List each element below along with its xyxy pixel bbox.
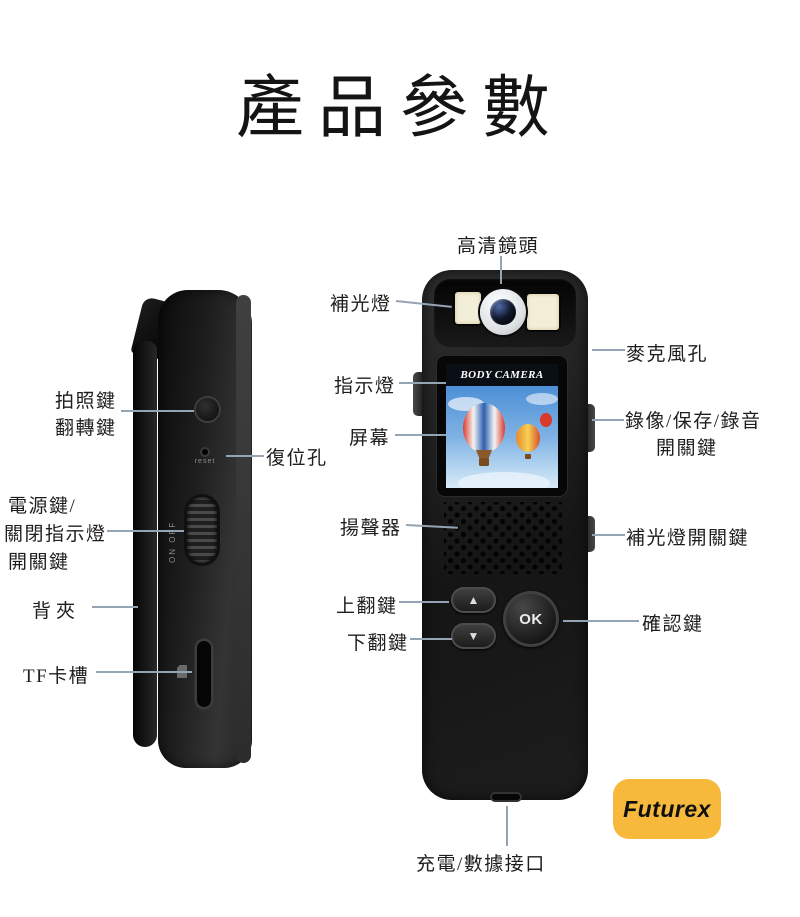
- leader-line-reset-hole: [226, 455, 264, 457]
- leader-line-charge-port: [506, 806, 508, 846]
- on-off-print-label: ON OFF: [168, 520, 177, 563]
- camera-lens-glass: [490, 299, 516, 325]
- tf-card-slot: [197, 641, 211, 707]
- back-clip: [133, 341, 157, 747]
- brand-badge: Futurex: [613, 779, 721, 839]
- leader-line-indicator: [399, 382, 446, 384]
- leader-line-back-clip: [92, 606, 138, 608]
- side-device-edge: [236, 295, 251, 763]
- left-side-button: [413, 372, 422, 416]
- label-fill-light-switch: 補光燈開關鍵: [626, 528, 750, 549]
- label-hd-lens: 高清鏡頭: [457, 236, 540, 257]
- label-flip-key: 翻轉鍵: [55, 418, 117, 439]
- screen-brand-text: BODY CAMERA: [446, 364, 558, 386]
- leader-line-down-key: [410, 638, 452, 640]
- balloon-small: [540, 413, 552, 427]
- label-back-clip: 背夾: [32, 601, 81, 622]
- leader-line-mic-hole: [592, 349, 625, 351]
- down-button: ▼: [451, 623, 496, 649]
- leader-line-screen: [395, 434, 446, 436]
- label-confirm-key: 確認鍵: [642, 614, 704, 635]
- camera-lens: [480, 289, 526, 335]
- device-screen: BODY CAMERA: [446, 364, 558, 488]
- fill-light-side-button: [586, 516, 595, 552]
- label-page-down-key: 下翻鍵: [347, 633, 409, 654]
- leader-line-confirm-key: [563, 620, 639, 622]
- label-speaker: 揚聲器: [340, 518, 402, 539]
- label-page-up-key: 上翻鍵: [336, 596, 398, 617]
- label-photo-key: 拍照鍵: [55, 391, 117, 412]
- speaker-grille: [444, 502, 562, 574]
- balloon-large: [463, 403, 505, 466]
- up-button: ▲: [451, 587, 496, 613]
- ok-button: OK: [503, 591, 559, 647]
- fill-light-right: [527, 294, 559, 330]
- leader-line-photo-key: [121, 410, 194, 412]
- brand-logo-text: Futurex: [623, 795, 711, 822]
- leader-line-tf-slot: [96, 671, 192, 673]
- reset-hole: [202, 449, 208, 455]
- ok-button-label: OK: [519, 610, 543, 628]
- leader-line-hd-lens: [500, 256, 502, 284]
- label-power-line3: 開關鍵: [8, 552, 70, 573]
- label-power-line2: 關閉指示燈: [4, 524, 107, 545]
- reset-print-label: reset: [194, 458, 216, 465]
- up-triangle-icon: ▲: [467, 593, 480, 607]
- label-indicator-light: 指示燈: [334, 376, 396, 397]
- leader-line-power-key: [107, 530, 184, 532]
- photo-flip-button: [196, 398, 219, 421]
- label-reset-hole: 復位孔: [266, 448, 328, 469]
- leader-line-up-key: [399, 601, 449, 603]
- label-record-switch-line1: 錄像/保存/錄音: [625, 411, 762, 432]
- label-fill-light: 補光燈: [330, 294, 392, 315]
- page-title: 產品參數: [235, 70, 564, 146]
- power-switch: [187, 497, 217, 563]
- label-screen: 屏幕: [349, 428, 391, 449]
- balloon-medium: [516, 424, 540, 459]
- record-side-button: [586, 404, 595, 452]
- label-charge-data-port: 充電/數據接口: [416, 854, 546, 875]
- label-tf-card-slot: TF卡槽: [23, 666, 90, 687]
- screen-image: [446, 386, 558, 488]
- leader-line-fill-light-switch: [592, 534, 625, 536]
- label-mic-hole: 麥克風孔: [626, 344, 709, 365]
- leader-line-record-switch: [592, 419, 624, 421]
- charge-data-port: [492, 794, 520, 800]
- label-power-line1: 電源鍵/: [8, 496, 77, 517]
- down-triangle-icon: ▼: [467, 629, 480, 643]
- label-record-switch-line2: 開關鍵: [656, 438, 718, 459]
- fill-light-left: [455, 292, 481, 324]
